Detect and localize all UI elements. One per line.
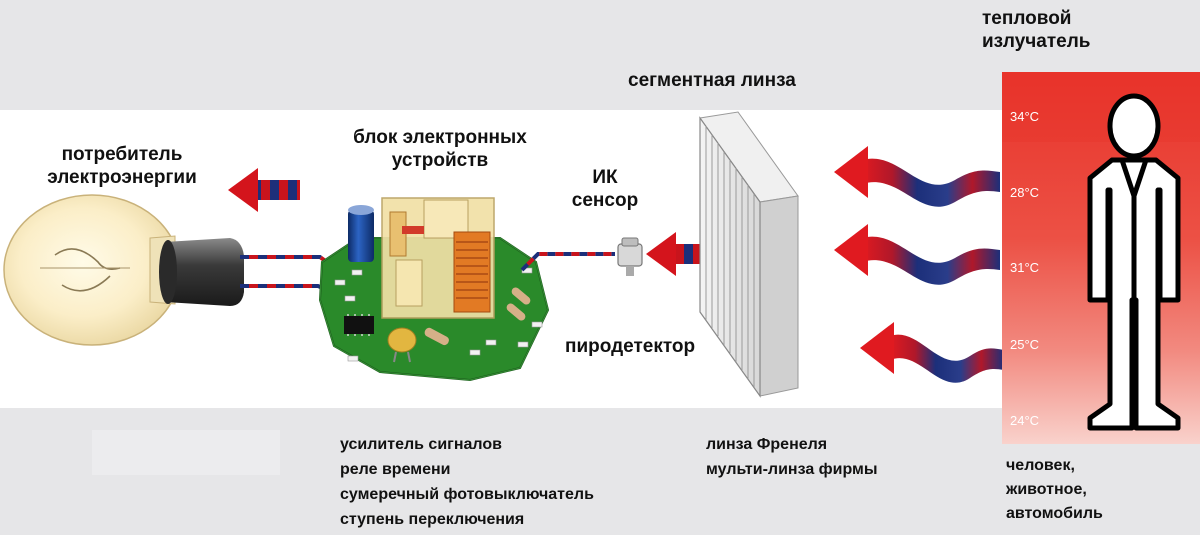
temp-label: 31°C bbox=[1010, 260, 1039, 275]
output-arrow-icon bbox=[228, 168, 300, 212]
temp-label: 25°C bbox=[1010, 337, 1039, 352]
fresnel-lens-icon bbox=[699, 111, 799, 398]
pyrodetector-label: пиродетектор bbox=[565, 336, 696, 357]
light-bulb-icon bbox=[3, 194, 244, 346]
consumer-label: потребитель электроэнергии bbox=[47, 144, 197, 188]
list-item: ступень переключения bbox=[340, 511, 525, 528]
blank-label-box bbox=[92, 430, 280, 475]
segment-lens-label: сегментная линза bbox=[628, 70, 796, 91]
list-item: мульти-линза фирмы bbox=[706, 461, 878, 478]
list-item: автомобиль bbox=[1006, 505, 1103, 522]
lens-types-list: линза Френеля мульти-линза фирмы bbox=[706, 432, 878, 482]
electronics-label: блок электронных устройств bbox=[353, 127, 527, 171]
bottom-band bbox=[0, 408, 1200, 535]
pcb-board-icon bbox=[318, 197, 550, 382]
temp-label: 24°C bbox=[1010, 413, 1039, 428]
heat-wave-arrow-icon bbox=[860, 322, 1004, 383]
human-figure-icon bbox=[1087, 93, 1181, 431]
temp-label: 34°C bbox=[1010, 109, 1039, 124]
list-item: человек, bbox=[1006, 457, 1075, 474]
list-item: животное, bbox=[1006, 481, 1087, 498]
heat-wave-arrow-icon bbox=[834, 146, 1000, 207]
temp-label: 28°C bbox=[1010, 185, 1039, 200]
wires-pcb-to-sensor bbox=[520, 252, 615, 272]
electronics-functions-list: усилитель сигналов реле времени сумеречн… bbox=[340, 432, 594, 532]
emitter-types-list: человек, животное, автомобиль bbox=[1006, 454, 1103, 526]
ir-sensor-icon bbox=[617, 237, 643, 276]
heat-emitter-label: тепловой излучатель bbox=[982, 8, 1091, 52]
list-item: сумеречный фотовыключатель bbox=[340, 486, 594, 503]
list-item: усилитель сигналов bbox=[340, 436, 502, 453]
list-item: линза Френеля bbox=[706, 436, 828, 453]
ir-sensor-label: ИК сенсор bbox=[571, 167, 639, 211]
heat-wave-arrow-icon bbox=[834, 224, 1000, 285]
list-item: реле времени bbox=[340, 461, 451, 478]
top-band bbox=[0, 0, 1200, 110]
